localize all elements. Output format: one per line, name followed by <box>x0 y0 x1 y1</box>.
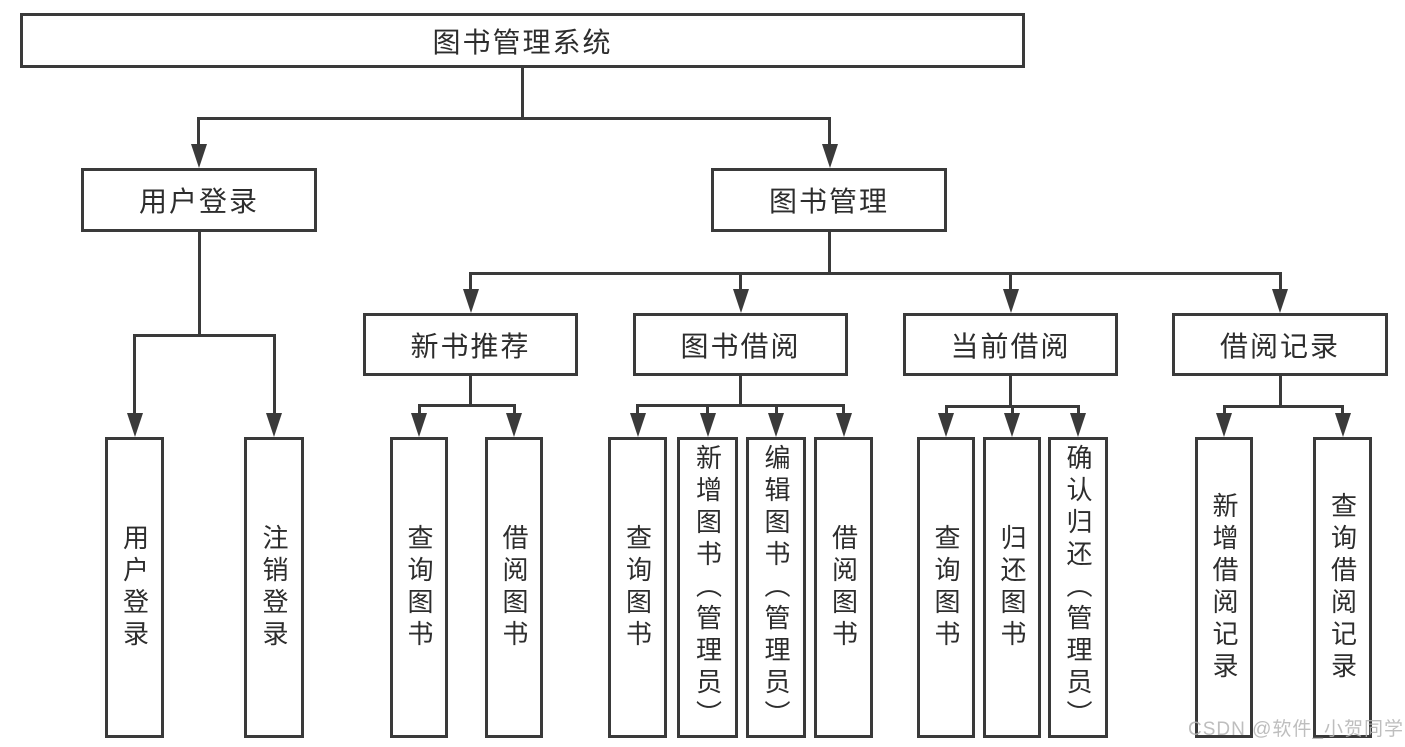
connector-segment <box>739 376 742 405</box>
leaf-logout: 注销登录 <box>244 437 304 738</box>
connector-segment <box>1222 406 1226 419</box>
arrow-down-icon <box>506 413 522 437</box>
leaf-add-borrow-record: 新增借阅记录 <box>1195 437 1253 738</box>
connector-segment <box>1341 406 1344 419</box>
leaf-add-book-admin: 新增图书（管理员） <box>677 437 738 738</box>
connector-segment <box>469 376 472 405</box>
connector-segment <box>636 405 639 419</box>
arrow-down-icon <box>1004 413 1020 437</box>
connector-segment <box>827 232 831 273</box>
leaf-label: 查询图书 <box>931 523 961 652</box>
connector-segment <box>197 232 201 335</box>
connector-segment <box>1278 376 1282 406</box>
leaf-label: 新增借阅记录 <box>1209 491 1239 684</box>
leaf-label: 编辑图书（管理员） <box>761 443 791 732</box>
connector-segment <box>1222 404 1344 408</box>
arrow-down-icon <box>411 413 427 437</box>
node-library-management-system: 图书管理系统 <box>20 13 1025 68</box>
connector-segment <box>133 333 276 337</box>
connector-segment <box>706 405 709 419</box>
leaf-label: 查询图书 <box>404 523 434 652</box>
arrow-down-icon <box>629 413 646 437</box>
node-borrow-records: 借阅记录 <box>1172 313 1388 376</box>
node-label: 借阅记录 <box>1219 330 1340 362</box>
node-label: 图书管理 <box>768 186 889 217</box>
arrow-down-icon <box>699 413 716 437</box>
leaf-query-books-recommend: 查询图书 <box>390 437 448 738</box>
connector-segment <box>520 68 524 118</box>
arrow-down-icon <box>126 413 143 437</box>
arrow-down-icon <box>821 144 838 168</box>
leaf-borrow-books: 借阅图书 <box>814 437 873 738</box>
node-current-borrow: 当前借阅 <box>903 313 1118 376</box>
leaf-label: 注销登录 <box>259 523 289 652</box>
leaf-label: 确认归还（管理员） <box>1063 443 1093 732</box>
arrow-down-icon <box>1334 413 1351 437</box>
node-user-login: 用户登录 <box>81 168 317 232</box>
arrow-down-icon <box>1216 413 1232 437</box>
connector-segment <box>417 405 421 419</box>
arrow-down-icon <box>190 144 207 168</box>
connector-segment <box>272 335 276 419</box>
leaf-edit-book-admin: 编辑图书（管理员） <box>746 437 806 738</box>
connector-segment <box>469 273 472 295</box>
connector-segment <box>1009 376 1012 406</box>
leaf-label: 归还图书 <box>997 523 1027 652</box>
connector-segment <box>417 403 516 407</box>
connector-segment <box>1010 406 1014 419</box>
arrow-down-icon <box>1002 289 1019 313</box>
connector-segment <box>512 405 516 419</box>
connector-segment <box>739 273 742 295</box>
connector-segment <box>197 116 831 120</box>
connector-segment <box>469 271 1282 275</box>
leaf-confirm-return-admin: 确认归还（管理员） <box>1048 437 1108 738</box>
leaf-label: 查询图书 <box>622 523 653 652</box>
connector-segment <box>944 406 948 419</box>
arrow-down-icon <box>732 289 749 313</box>
connector-segment <box>197 118 200 150</box>
arrow-down-icon <box>1070 413 1086 437</box>
connector-segment <box>1076 406 1080 419</box>
arrow-down-icon <box>768 413 784 437</box>
node-label: 用户登录 <box>138 186 259 217</box>
node-label: 图书借阅 <box>680 330 801 362</box>
node-label: 图书管理系统 <box>432 26 613 58</box>
arrow-down-icon <box>1272 289 1288 313</box>
leaf-label: 借阅图书 <box>499 523 529 652</box>
leaf-user-login: 用户登录 <box>105 437 164 738</box>
leaf-label: 新增图书（管理员） <box>692 443 723 732</box>
leaf-borrow-books-recommend: 借阅图书 <box>485 437 543 738</box>
connector-segment <box>774 405 778 419</box>
connector-segment <box>842 405 845 419</box>
leaf-query-books-borrow: 查询图书 <box>608 437 667 738</box>
connector-segment <box>1009 273 1012 295</box>
node-book-borrow: 图书借阅 <box>633 313 848 376</box>
leaf-query-borrow-record: 查询借阅记录 <box>1313 437 1372 738</box>
leaf-label: 用户登录 <box>119 523 150 652</box>
arrow-down-icon <box>835 413 852 437</box>
node-label: 新书推荐 <box>410 330 531 362</box>
leaf-label: 查询借阅记录 <box>1327 491 1358 684</box>
arrow-down-icon <box>266 413 282 437</box>
node-book-management: 图书管理 <box>711 168 947 232</box>
node-new-book-recommend: 新书推荐 <box>363 313 578 376</box>
csdn-watermark: CSDN @软件_小贺同学 <box>1188 719 1404 740</box>
connector-segment <box>1278 273 1282 295</box>
leaf-label: 借阅图书 <box>828 523 859 652</box>
arrow-down-icon <box>938 413 954 437</box>
connector-segment <box>133 335 136 419</box>
connector-segment <box>636 403 845 407</box>
leaf-return-book: 归还图书 <box>983 437 1041 738</box>
leaf-query-books-current: 查询图书 <box>917 437 975 738</box>
arrow-down-icon <box>462 289 479 313</box>
connector-segment <box>828 118 831 150</box>
node-label: 当前借阅 <box>950 330 1071 362</box>
